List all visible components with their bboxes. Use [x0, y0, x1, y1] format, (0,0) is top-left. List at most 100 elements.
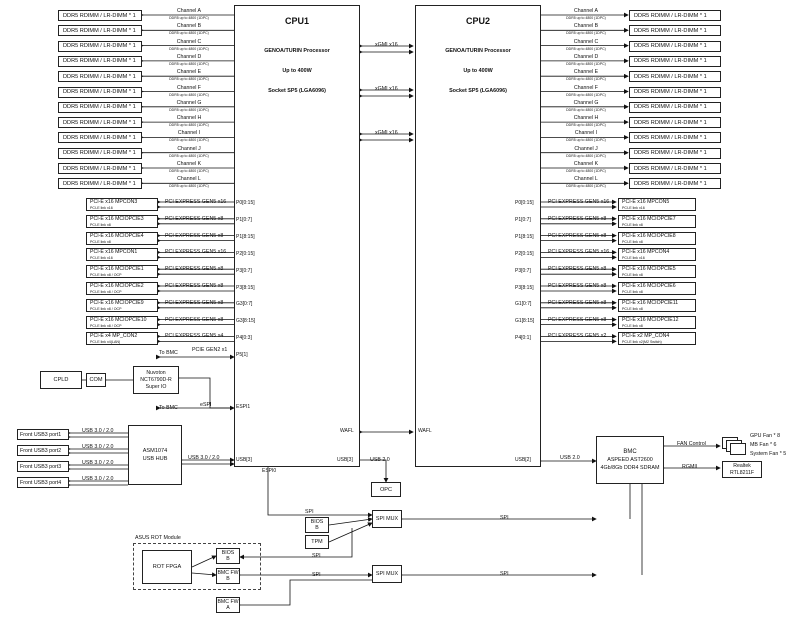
slot-name: PCI-E x16 MCIOPCIE4 [90, 232, 144, 239]
channel-label-right: Channel D [573, 53, 599, 60]
pcie-link-label-left: PCI EXPRESS GEN5 x16 [165, 199, 227, 205]
slot-name: PCI-E x16 MPCON4 [622, 249, 670, 256]
channel-speed-left: DDR5 up to 4800 (1DPC) [169, 138, 209, 143]
cpu2-line1: GENOA/TURIN Processor [445, 48, 511, 54]
bmc-line: 4Gb/8Gb DDR4 SDRAM [600, 465, 660, 471]
channel-label-right: Channel K [573, 161, 599, 167]
cpu2-port: P0[0:15] [515, 200, 534, 206]
channel-label-left: Channel L [177, 176, 201, 183]
slot-link: PCI-E link x8 [622, 273, 643, 278]
channel-label-right: Channel J [574, 145, 598, 152]
connector-line [328, 522, 373, 543]
usb-hub-cpu-label: USB 3.0 / 2.0 [188, 455, 220, 461]
dimm-slot-right: DDR5 RDIMM / LR-DIMM * 1 [629, 10, 721, 21]
usb20-label: USB 2.0 [370, 457, 390, 463]
rot-module [133, 543, 261, 590]
dimm-slot-left: DDR5 RDIMM / LR-DIMM * 1 [58, 10, 142, 21]
slot-link: PCI-E link x8 / OCP [90, 290, 122, 294]
hub-line: USB HUB [142, 456, 168, 462]
pcie-link-label-left: PCI EXPRESS GEN5 x8 [165, 266, 224, 273]
cpu1-line1: GENOA/TURIN Processor [264, 48, 330, 54]
dimm-slot-left: DDR5 RDIMM / LR-DIMM * 1 [58, 40, 142, 52]
bmcfw-line: A [226, 605, 230, 611]
slot-name: PCI-E x16 MCIOPCIE6 [622, 283, 676, 289]
cpu2-port: USB[2] [515, 457, 531, 463]
ocp-box: OPC [371, 482, 401, 497]
channel-speed-left: DDR5 up to 4800 (1DPC) [169, 92, 209, 97]
channel-speed-right: DDR5 up to 4800 (1DPC) [566, 184, 606, 189]
channel-speed-right: DDR5 up to 4800 (1DPC) [566, 46, 606, 51]
channel-label-right: Channel G [573, 99, 599, 106]
slot-link: PCI-E link x8 [622, 323, 643, 328]
channel-speed-left: DDR5 up to 4800 (1DPC) [169, 184, 209, 189]
slot-name: PCI-E x16 MCIOPCIE9 [90, 299, 144, 306]
cpu1-port: P0[0:15] [236, 200, 255, 206]
bios-b-box: BIOS B [305, 517, 329, 533]
channel-label-left: Channel E [176, 69, 202, 76]
dimm-slot-right: DDR5 RDIMM / LR-DIMM * 1 [629, 86, 721, 98]
channel-label-right: Channel H [573, 115, 599, 122]
channel-label-left: Channel D [176, 53, 202, 60]
rot-bios-box: BIOS B [216, 548, 240, 564]
cpu1-port: G3[8:15] [236, 318, 256, 324]
cpu1-port: ESPI1 [236, 404, 251, 410]
slot-name: PCI-E x16 MCIOPCIE3 [90, 215, 144, 222]
cpu1-port: USB[3] [337, 457, 353, 463]
pcie-link-label-right: PCI EXPRESS GEN5 x8 [548, 215, 607, 222]
channel-label-right: Channel F [574, 84, 598, 91]
pcie-link-label-right: PCI EXPRESS GEN5 x16 [548, 249, 610, 256]
pcie-link-label-left: PCI EXPRESS GEN5 x8 [165, 215, 224, 222]
usb-link-label: USB 3.0 / 2.0 [82, 460, 114, 466]
channel-speed-right: DDR5 up to 4800 (1DPC) [566, 77, 606, 82]
dimm-slot-right: DDR5 RDIMM / LR-DIMM * 1 [629, 101, 721, 113]
slot-link: PCI-E link x8 [622, 306, 643, 311]
dimm-slot-left: DDR5 RDIMM / LR-DIMM * 1 [58, 25, 142, 37]
pcie-link-label-left: PCI EXPRESS GEN5 x8 [165, 283, 224, 289]
realtek-line: RTL8211F [729, 469, 755, 476]
channel-speed-left: DDR5 up to 4800 (1DPC) [169, 31, 209, 36]
connector-line [267, 467, 373, 518]
channel-speed-left: DDR5 up to 4800 (1DPC) [169, 46, 209, 51]
bmcfw-line: B [226, 576, 230, 582]
dimm-slot-right: DDR5 RDIMM / LR-DIMM * 1 [629, 25, 721, 37]
channel-speed-right: DDR5 up to 4800 (1DPC) [566, 31, 606, 36]
cpu2-port: P3[0:7] [515, 268, 531, 274]
pcie-link-label-right: PCI EXPRESS GEN5 x2 [548, 333, 607, 340]
fan-control-label: FAN Control [677, 441, 706, 447]
dimm-slot-left: DDR5 RDIMM / LR-DIMM * 1 [58, 101, 142, 113]
cpu1-port: P2[0:15] [236, 251, 255, 257]
channel-label-left: Channel F [177, 84, 201, 91]
cpu2-port: P1[8:15] [515, 234, 534, 240]
channel-speed-left: DDR5 up to 4800 (1DPC) [169, 123, 209, 128]
pcie-link-label-right: PCI EXPRESS GEN5 x8 [548, 232, 607, 239]
cpu1-port: P4[0:3] [236, 335, 252, 341]
slot-link: PCI-E link x8 [622, 290, 643, 294]
slot-link: PCI-E link x8 [622, 239, 643, 244]
cpu2-line3: Socket SP5 (LGA6096) [449, 88, 507, 94]
spi-label: SPI [500, 571, 509, 577]
cpu2-port: G1[0:7] [515, 301, 532, 307]
channel-speed-right: DDR5 up to 4800 (1DPC) [566, 153, 606, 158]
slot-link: PCI-E link x8 [622, 222, 643, 227]
cpu1-port: G3[0:7] [236, 301, 253, 307]
dimm-slot-right: DDR5 RDIMM / LR-DIMM * 1 [629, 163, 721, 174]
cpu2-port: P2[0:15] [515, 251, 534, 257]
channel-speed-right: DDR5 up to 4800 (1DPC) [566, 107, 606, 112]
cpu1-port: P1[8:15] [236, 234, 255, 240]
pcie-link-label-left: PCI EXPRESS GEN5 x8 [165, 299, 224, 306]
channel-label-left: Channel G [176, 99, 202, 106]
front-usb-port: Front USB3 port4 [17, 477, 69, 488]
slot-name: PCI-E x2 MP_CON4 [622, 333, 670, 340]
channel-label-left: Channel H [176, 115, 202, 122]
slot-name: PCI-E x16 MCIOPCIE11 [622, 299, 679, 306]
usb-link-label: USB 3.0 / 2.0 [82, 428, 114, 434]
channel-speed-right: DDR5 up to 4800 (1DPC) [566, 123, 606, 128]
slot-name: PCI-E x16 MPCON3 [90, 199, 138, 205]
